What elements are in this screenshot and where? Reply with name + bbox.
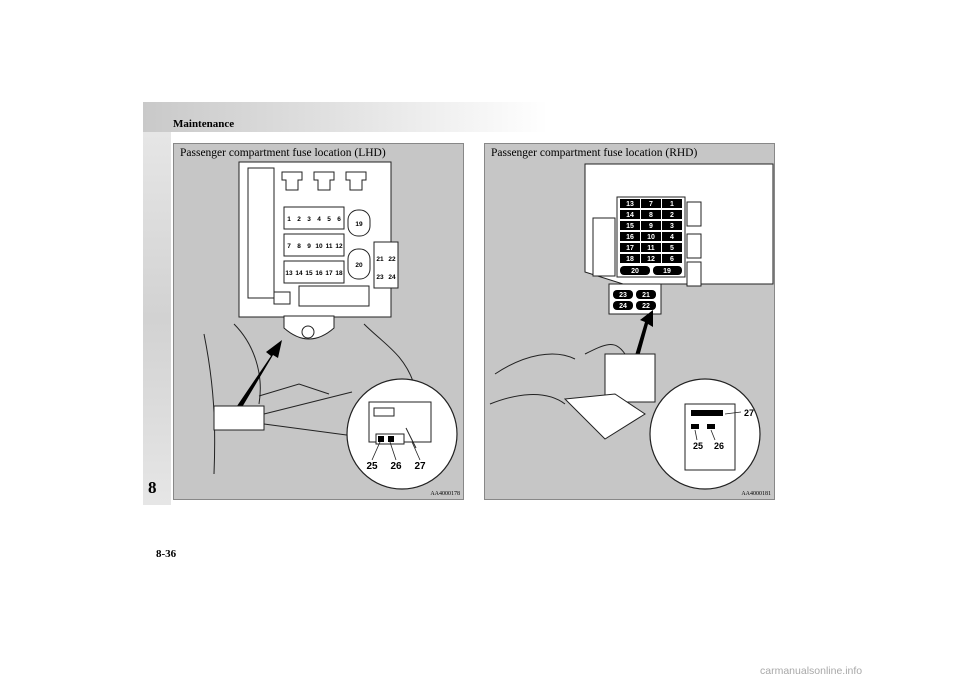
rhd-fuse-3: 3 (670, 223, 674, 230)
rhd-callout-26: 26 (714, 441, 724, 451)
lhd-fuse-22: 22 (388, 256, 396, 263)
lhd-fuse-5: 5 (327, 216, 331, 223)
lhd-fuse-10: 10 (315, 243, 323, 250)
rhd-fuse-5: 5 (670, 245, 674, 252)
lhd-fuse-figure: 1 2 3 4 5 6 7 8 9 10 11 12 13 14 15 16 1… (173, 143, 464, 500)
rhd-callout-27: 27 (744, 408, 754, 418)
lhd-fuse-21: 21 (376, 256, 384, 263)
lhd-fuse-6: 6 (337, 216, 341, 223)
lhd-callout-26: 26 (390, 461, 402, 472)
rhd-figure-code: AA4000181 (741, 491, 771, 497)
lhd-fuse-18: 18 (335, 270, 343, 277)
rhd-fuse-9: 9 (649, 223, 653, 230)
header-band (143, 102, 548, 132)
lhd-fuse-2: 2 (297, 216, 301, 223)
lhd-fuse-11: 11 (326, 243, 333, 250)
lhd-fuse-1: 1 (287, 216, 291, 223)
lhd-fuse-9: 9 (307, 243, 311, 250)
rhd-fuse-20: 20 (631, 268, 639, 275)
lhd-fuse-24: 24 (388, 274, 396, 281)
watermark: carmanualsonline.info (760, 665, 863, 677)
lhd-callout-25: 25 (366, 461, 378, 472)
lhd-fuse-19: 19 (355, 221, 363, 228)
lhd-fuse-15: 15 (305, 270, 313, 277)
lhd-fuse-14: 14 (295, 270, 303, 277)
lhd-figure-code: AA4000178 (430, 491, 460, 497)
rhd-fuse-13: 13 (626, 201, 634, 208)
rhd-fuse-24: 24 (619, 303, 627, 310)
rhd-fuse-8: 8 (649, 212, 653, 219)
rhd-fuse-22: 22 (642, 303, 650, 310)
lhd-fuse-7: 7 (287, 243, 291, 250)
rhd-fuse-19: 19 (663, 268, 671, 275)
rhd-fuse-16: 16 (626, 234, 634, 241)
rhd-fuse-14: 14 (626, 212, 634, 219)
lhd-fuse-grid (283, 206, 371, 284)
lhd-fuse-3: 3 (307, 216, 311, 223)
lhd-caption: Passenger compartment fuse location (LHD… (180, 147, 386, 159)
lhd-fuse-13: 13 (285, 270, 293, 277)
rhd-fuse-7: 7 (649, 201, 653, 208)
rhd-fuse-10: 10 (647, 234, 655, 241)
page-number: 8-36 (156, 548, 177, 560)
lhd-fuse-20: 20 (355, 262, 363, 269)
lhd-fuse-17: 17 (325, 270, 333, 277)
rhd-fuse-6: 6 (670, 256, 674, 263)
rhd-fuse-21: 21 (642, 292, 650, 299)
lhd-side-block (373, 241, 399, 289)
lhd-fuse-23: 23 (376, 274, 384, 281)
lhd-fuse-16: 16 (315, 270, 323, 277)
rhd-fuse-18: 18 (626, 256, 634, 263)
rhd-fuse-12: 12 (647, 256, 655, 263)
lhd-fuse-12: 12 (335, 243, 343, 250)
lhd-callout-27: 27 (414, 461, 426, 472)
chapter-side-tab (143, 132, 171, 505)
rhd-fuse-11: 11 (647, 245, 655, 252)
section-title: Maintenance (173, 118, 235, 130)
rhd-fuse-1: 1 (670, 201, 674, 208)
rhd-fuse-17: 17 (626, 245, 634, 252)
rhd-fuse-2: 2 (670, 212, 674, 219)
rhd-fuse-4: 4 (670, 234, 674, 241)
lhd-fuse-4: 4 (317, 216, 321, 223)
rhd-fuse-figure: 13 14 15 16 17 18 7 8 9 10 11 12 1 2 3 4… (484, 143, 775, 500)
lhd-fuse-illustration: 1 2 3 4 5 6 7 8 9 10 11 12 13 14 15 16 1… (203, 161, 458, 490)
rhd-caption: Passenger compartment fuse location (RHD… (491, 147, 698, 159)
chapter-number: 8 (148, 478, 157, 497)
lhd-fuse-8: 8 (297, 243, 301, 250)
rhd-fuse-illustration: 13 14 15 16 17 18 7 8 9 10 11 12 1 2 3 4… (489, 163, 774, 490)
rhd-callout-25: 25 (693, 441, 703, 451)
rhd-fuse-15: 15 (626, 223, 634, 230)
rhd-fuse-23: 23 (619, 292, 627, 299)
